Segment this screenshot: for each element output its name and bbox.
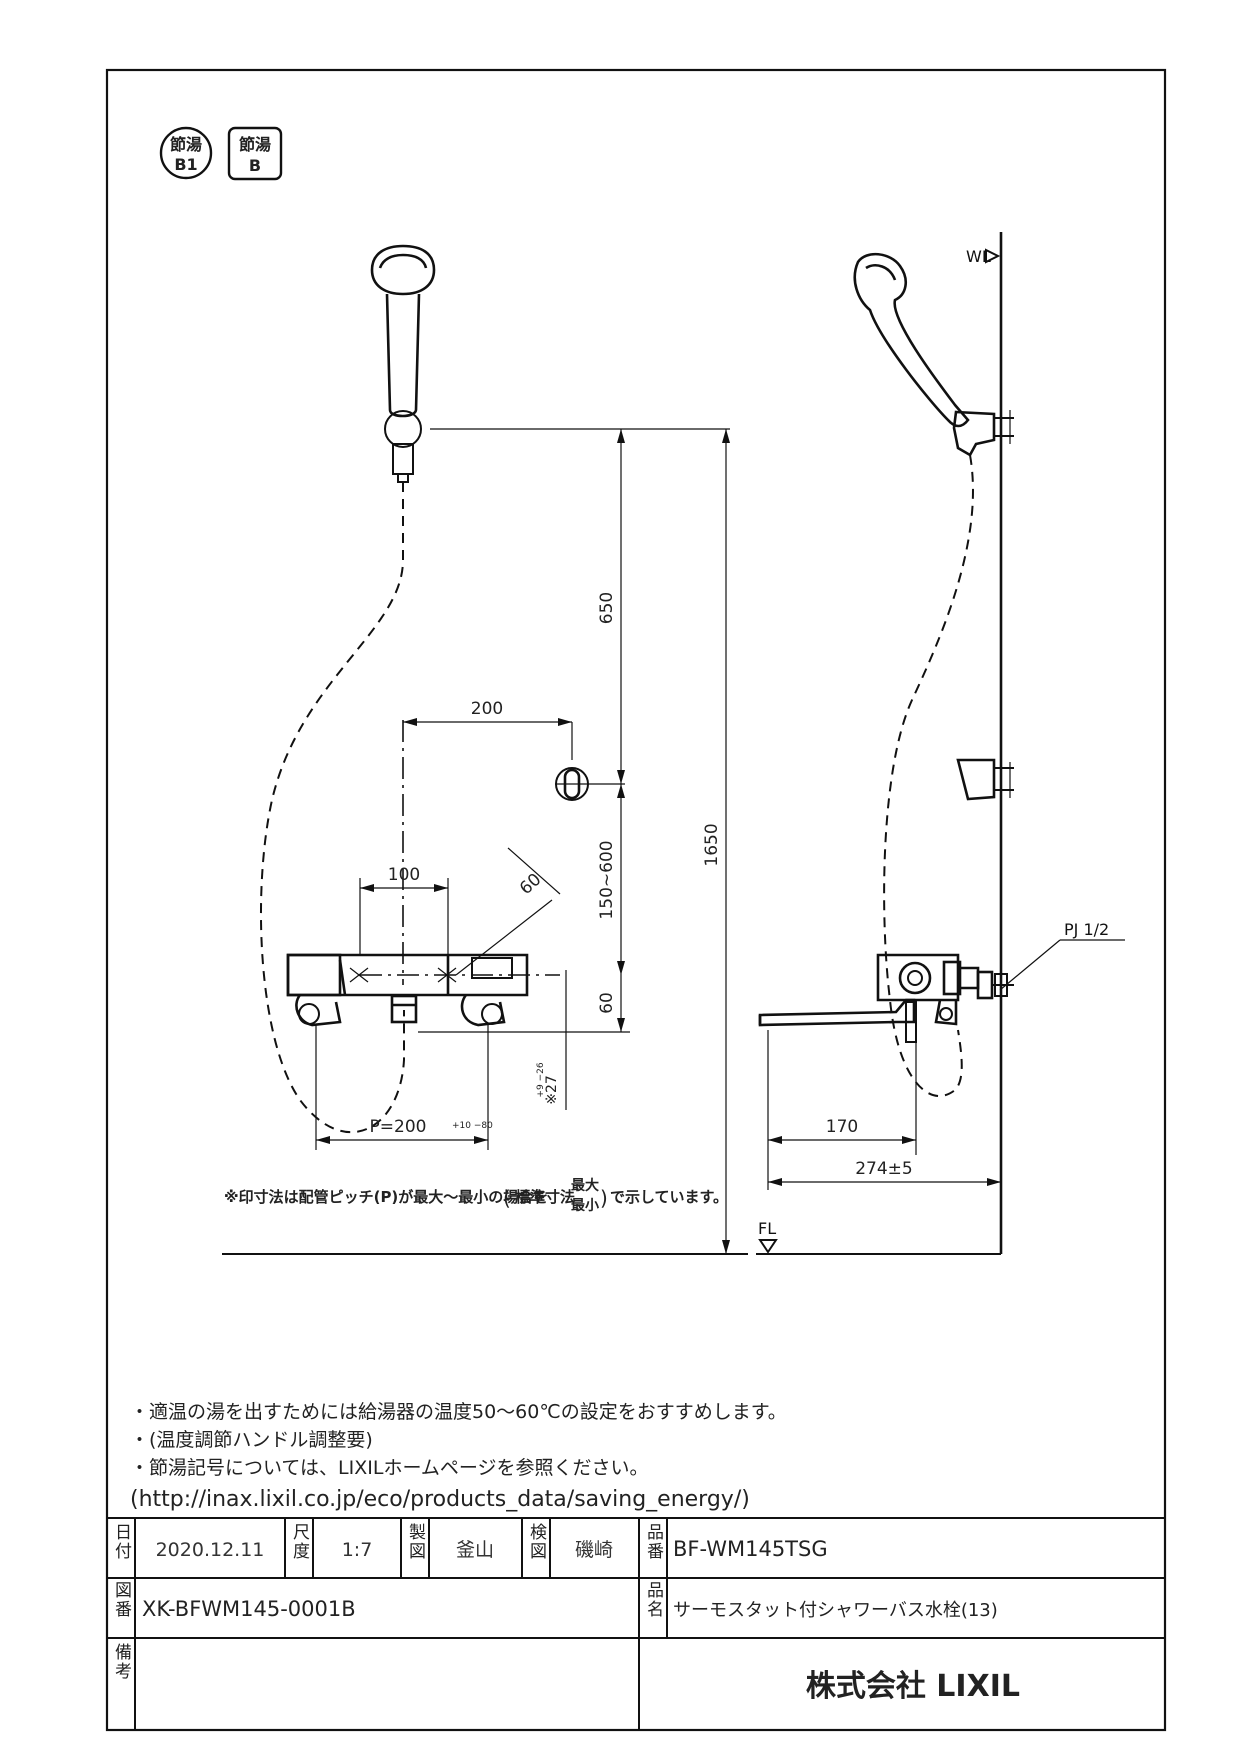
spout-side [758, 998, 916, 1027]
saving-badge-b: 節湯 B [227, 126, 283, 181]
product-name-value: サーモスタット付シャワーバス水栓(13) [673, 1600, 998, 1621]
svg-text:150~600: 150~600 [597, 840, 617, 919]
note-line-1: ・適温の湯を出すためには給湯器の温度50～60℃の設定をおすすめします。 [130, 1401, 787, 1423]
svg-text:節湯: 節湯 [238, 135, 271, 154]
shower-head-front [370, 244, 436, 296]
svg-text:標準寸法: 標準寸法 [515, 1188, 575, 1206]
drawing-no-label: 図番 [111, 1581, 132, 1619]
scale-value: 1:7 [342, 1539, 373, 1561]
saving-badge-b1: 節湯 B1 [159, 126, 213, 180]
dimension-note: ※印寸法は配管ピッチ(P)が最大～最小の場合を ( 標準寸法 最大 最小 ) で… [224, 1177, 728, 1214]
remarks-label: 備考 [111, 1643, 132, 1681]
svg-text:最小: 最小 [571, 1197, 599, 1214]
shower-hose-side [883, 454, 974, 1097]
product-name-label: 品名 [643, 1581, 664, 1619]
drawn-value: 釜山 [456, 1539, 494, 1561]
svg-text:+9 −26: +9 −26 [536, 1062, 546, 1097]
drawing-no-value: XK-BFWM145-0001B [142, 1597, 356, 1621]
front-dimensions: 650 150~600 60 1650 200 100 60 ※ [222, 428, 748, 1255]
product-no-label: 品番 [643, 1523, 664, 1561]
sheet-border [105, 68, 1167, 1732]
svg-text:P=200: P=200 [370, 1117, 427, 1137]
date-value: 2020.12.11 [156, 1539, 265, 1561]
svg-text:274±5: 274±5 [855, 1159, 913, 1179]
spout-outlet-front [390, 994, 418, 1024]
shower-holder-front [384, 410, 422, 448]
wall-bracket-side [956, 758, 996, 801]
svg-text:最大: 最大 [571, 1177, 599, 1194]
svg-text:WL: WL [966, 247, 991, 266]
svg-text:60: 60 [516, 870, 545, 899]
svg-text:※印寸法は配管ピッチ(P)が最大～最小の場合を: ※印寸法は配管ピッチ(P)が最大～最小の場合を [224, 1188, 548, 1206]
product-no-value: BF-WM145TSG [673, 1537, 828, 1561]
svg-text:FL: FL [758, 1219, 776, 1238]
date-label: 日付 [111, 1523, 132, 1561]
drawn-label: 製図 [405, 1523, 426, 1561]
checked-value: 磯崎 [575, 1539, 613, 1561]
svg-text:節湯: 節湯 [169, 135, 202, 154]
svg-text:100: 100 [388, 865, 420, 885]
svg-text:B1: B1 [174, 155, 197, 174]
shower-hose-front [260, 482, 405, 1133]
note-line-3: ・節湯記号については、LIXILホームページを参照ください。 [130, 1457, 649, 1479]
checked-label: 検図 [526, 1523, 547, 1561]
title-block: 日付 尺度 製図 検図 品番 図番 品名 備考 2020.12.11 1:7 釜… [107, 1517, 1165, 1730]
wall-bracket-front [555, 767, 625, 801]
svg-text:650: 650 [597, 592, 617, 624]
company-name: 株式会社 LIXIL [806, 1669, 1020, 1704]
mixer-body-side [876, 953, 1014, 1026]
general-notes: ・適温の湯を出すためには給湯器の温度50～60℃の設定をおすすめします。 ・(温… [130, 1401, 787, 1512]
svg-text:B: B [249, 156, 261, 175]
svg-text:※27: ※27 [544, 1075, 560, 1105]
svg-text:で示しています。: で示しています。 [610, 1188, 728, 1206]
svg-text:): ) [600, 1186, 608, 1210]
note-line-2: ・(温度調節ハンドル調整要) [130, 1429, 373, 1451]
side-view: WL [756, 232, 1125, 1255]
svg-text:200: 200 [471, 699, 503, 719]
front-view [260, 244, 625, 1150]
shower-holder-side [952, 410, 996, 457]
elbow-right [460, 994, 506, 1027]
shower-head-side [853, 252, 970, 428]
svg-text:(: ( [503, 1186, 511, 1210]
scale-label: 尺度 [289, 1523, 310, 1561]
svg-text:170: 170 [826, 1117, 858, 1137]
svg-text:1650: 1650 [702, 823, 722, 866]
svg-text:PJ 1/2: PJ 1/2 [1064, 920, 1109, 939]
note-url: (http://inax.lixil.co.jp/eco/products_da… [130, 1487, 750, 1512]
svg-text:+10 −80: +10 −80 [452, 1121, 493, 1131]
svg-text:60: 60 [597, 992, 617, 1014]
